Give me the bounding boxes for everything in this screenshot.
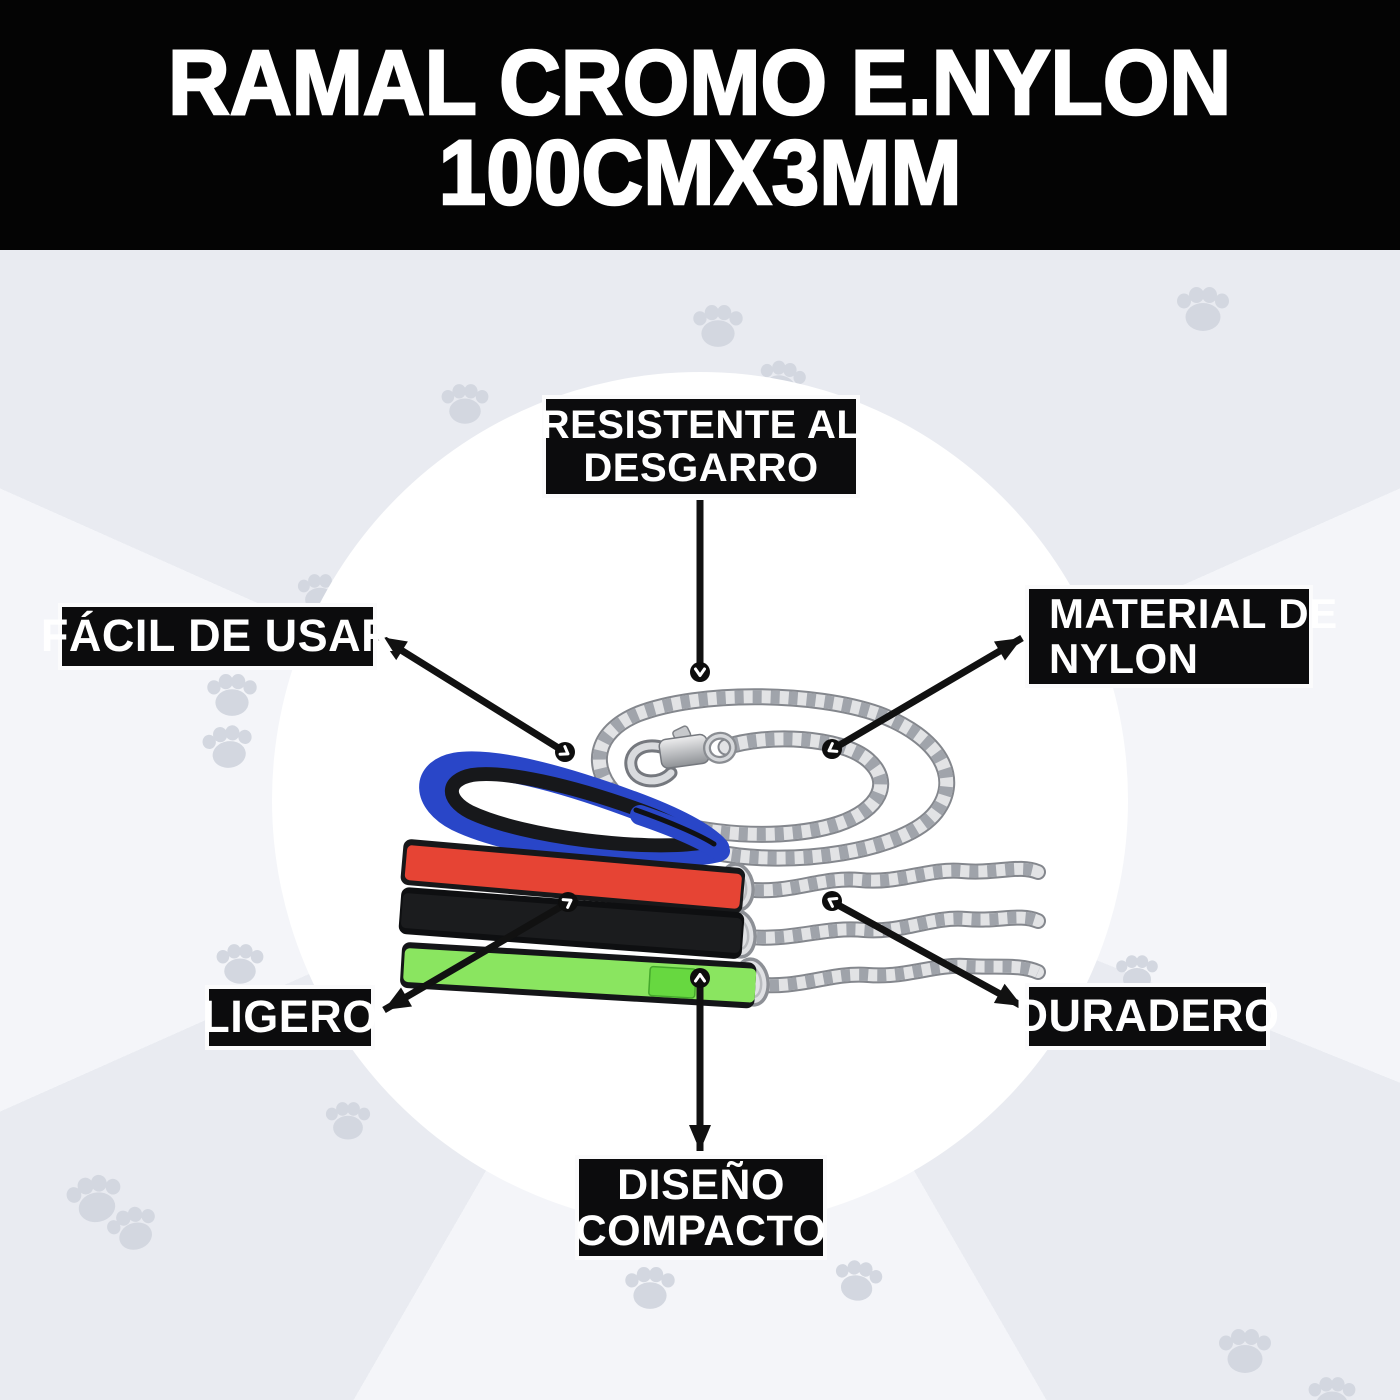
annotation-line-ligero	[382, 902, 564, 1014]
feature-label-text: FÁCIL DE USAR	[40, 610, 395, 662]
paw-print-icon	[325, 1102, 371, 1140]
strap-green	[400, 942, 757, 1009]
feature-label-diseno-compacto: DISEÑO COMPACTO	[575, 1155, 827, 1260]
feature-label-duradero: DURADERO	[1016, 983, 1279, 1050]
product-spotlight-circle	[272, 372, 1128, 1228]
annotation-line-material	[836, 634, 1024, 750]
chain-black-leash	[731, 909, 1046, 946]
chain-green-leash	[744, 957, 1046, 994]
title-banner: RAMAL CROMO E.NYLON 100CMX3MM	[0, 0, 1400, 250]
paw-print-icon	[1219, 1329, 1271, 1373]
paw-print-icon	[200, 722, 256, 772]
paw-print-icon	[625, 1267, 675, 1309]
point-marker-icon	[555, 742, 575, 762]
feature-label-text: DURADERO	[1015, 990, 1280, 1042]
product-title-line2: 100CMX3MM	[437, 122, 962, 224]
point-marker-icon	[822, 891, 842, 911]
paw-print-icon	[441, 384, 489, 424]
point-marker-icon	[558, 892, 578, 912]
feature-label-text: MATERIAL DE	[1049, 589, 1338, 637]
feature-label-material-de-nylon: MATERIAL DE NYLON	[1025, 585, 1337, 688]
point-marker-icon	[690, 968, 710, 988]
snap-hook	[624, 725, 737, 788]
paw-print-icon	[831, 1257, 885, 1305]
handle-blue	[419, 751, 730, 868]
annotation-line-facil	[378, 634, 562, 752]
feature-label-text: COMPACTO	[575, 1206, 827, 1255]
product-title-line1: RAMAL CROMO E.NYLON	[167, 31, 1232, 134]
point-marker-icon	[690, 662, 710, 682]
annotations	[378, 500, 1024, 1151]
feature-label-text: RESISTENTE AL	[540, 402, 862, 447]
paw-print-icon	[216, 944, 264, 984]
chain-red-leash	[729, 860, 1046, 899]
paw-print-icon	[693, 305, 743, 347]
feature-label-facil-de-usar: FÁCIL DE USAR	[41, 603, 394, 670]
arrowhead-icon	[993, 983, 1022, 1006]
strap-red	[400, 839, 746, 914]
paw-print-icon	[1177, 287, 1229, 331]
point-marker-icon	[822, 739, 842, 759]
feature-label-text: NYLON	[1049, 634, 1199, 682]
annotation-line-duradero	[836, 901, 1024, 1010]
paw-print-icon	[1308, 1377, 1356, 1400]
strap-tag	[648, 965, 697, 999]
arrowhead-icon	[993, 638, 1022, 661]
strap-black	[398, 887, 745, 959]
feature-label-text: DESGARRO	[583, 445, 819, 490]
feature-label-text: DISEÑO	[617, 1160, 785, 1209]
chain-leash-coil	[590, 688, 956, 867]
arrowhead-icon	[384, 987, 413, 1010]
feature-label-resistente-al-desgarro: RESISTENTE AL DESGARRO	[540, 395, 862, 498]
arrowhead-icon	[380, 637, 408, 661]
feature-label-text: LIGERO	[202, 991, 378, 1043]
product-image	[398, 688, 1046, 1009]
arrowhead-icon	[689, 1125, 711, 1151]
feature-label-ligero: LIGERO	[202, 985, 378, 1050]
paw-print-icon	[207, 674, 257, 716]
